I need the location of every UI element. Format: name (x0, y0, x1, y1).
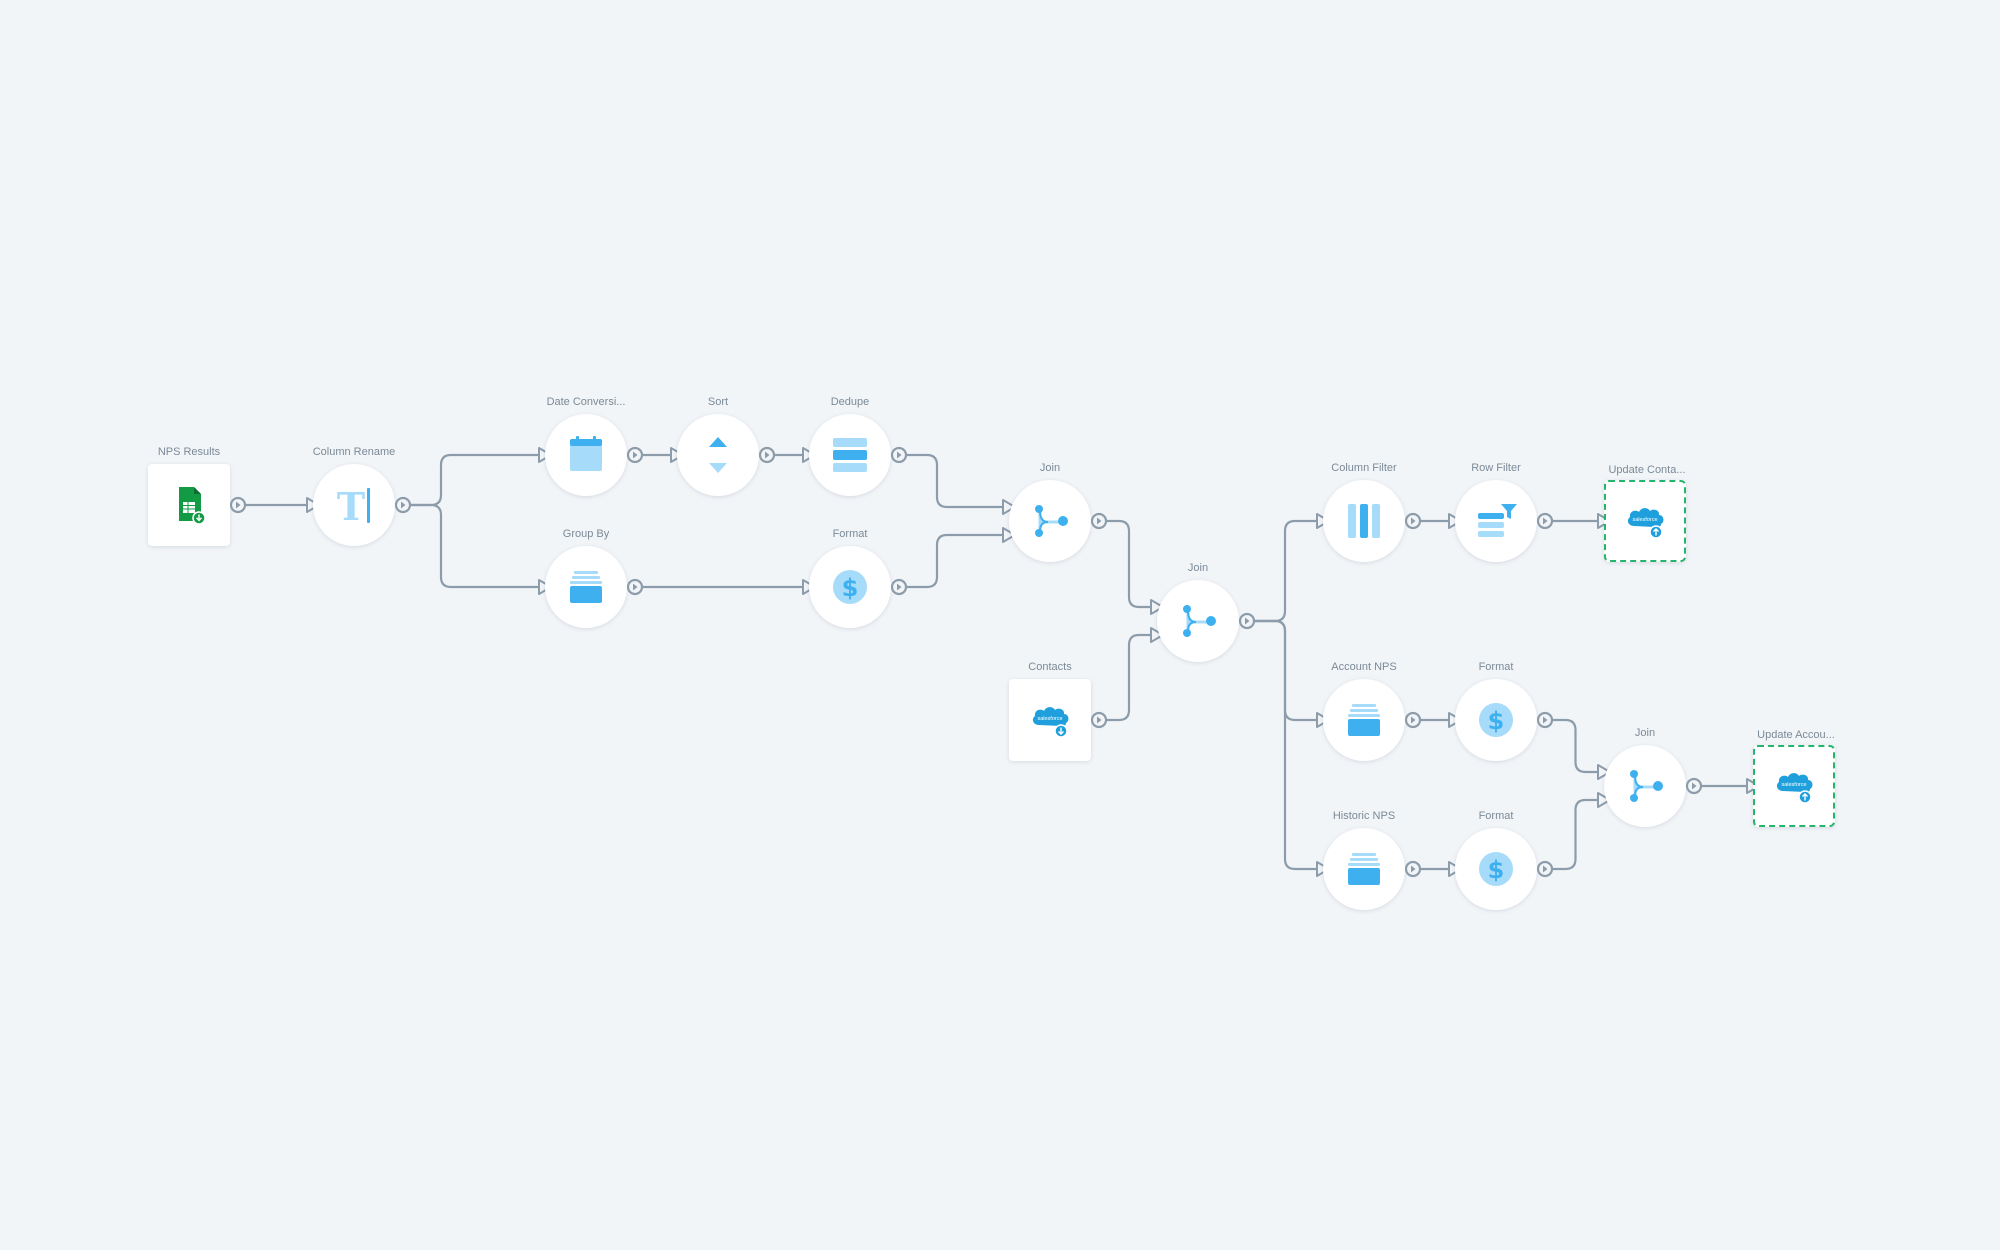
node-updcont[interactable]: Update Conta... salesforce (1604, 464, 1686, 562)
node-label: Format (1478, 661, 1514, 673)
node-label: Contacts (1028, 661, 1072, 673)
node-join1[interactable]: Join (1009, 462, 1091, 562)
salesforce-output-icon: salesforce (1776, 773, 1813, 804)
node-label: Column Filter (1331, 462, 1397, 474)
text-cursor-icon: T (337, 484, 370, 529)
input-port-join2[interactable] (1150, 627, 1164, 643)
output-port-format2[interactable] (1536, 711, 1554, 729)
node-format3[interactable]: Format $ (1455, 810, 1537, 910)
dollar-icon: $ (1479, 852, 1513, 886)
svg-text:$: $ (1488, 707, 1505, 735)
output-port-format1[interactable] (890, 578, 908, 596)
output-port-accnps[interactable] (1404, 711, 1422, 729)
join-branch-icon (1035, 505, 1068, 537)
node-rowfilter[interactable]: Row Filter (1455, 462, 1537, 562)
join-branch-icon (1183, 605, 1216, 637)
layers-icon (570, 571, 602, 603)
svg-text:salesforce: salesforce (1781, 782, 1806, 788)
google-sheets-input-icon (179, 487, 206, 525)
input-port-join1[interactable] (1002, 499, 1016, 515)
output-port-rename[interactable] (394, 496, 412, 514)
node-label: Group By (562, 528, 610, 540)
node-label: Column Rename (312, 446, 396, 458)
node-label: Sort (707, 396, 729, 408)
output-port-rowfilter[interactable] (1536, 512, 1554, 530)
output-port-histnps[interactable] (1404, 860, 1422, 878)
svg-text:salesforce: salesforce (1037, 716, 1062, 722)
layers-icon (1348, 853, 1380, 885)
edge-format2-to-join3[interactable] (1553, 718, 1598, 774)
output-port-dedupe[interactable] (890, 446, 908, 464)
svg-text:$: $ (842, 574, 859, 602)
salesforce-input-icon: salesforce (1032, 707, 1069, 738)
node-accnps[interactable]: Account NPS (1323, 661, 1405, 761)
node-label: NPS Results (157, 446, 221, 458)
stack-rows-icon (833, 438, 867, 472)
salesforce-output-icon: salesforce (1627, 508, 1664, 539)
node-label: Dedupe (830, 396, 870, 408)
output-port-join2[interactable] (1238, 612, 1256, 630)
node-updacc[interactable]: Update Accou... salesforce (1753, 729, 1835, 827)
svg-text:$: $ (1488, 856, 1505, 884)
output-port-format3[interactable] (1536, 860, 1554, 878)
dollar-icon: $ (1479, 703, 1513, 737)
edge-contacts-to-join2[interactable] (1107, 633, 1151, 722)
svg-text:salesforce: salesforce (1632, 517, 1657, 523)
input-port-join3[interactable] (1597, 792, 1611, 808)
edge-format1-to-join1[interactable] (907, 533, 1003, 589)
edge-rename-to-date[interactable] (411, 453, 539, 507)
edge-join1-to-join2[interactable] (1107, 519, 1151, 609)
output-port-sort[interactable] (758, 446, 776, 464)
input-port-join2[interactable] (1150, 599, 1164, 615)
node-contacts[interactable]: Contacts salesforce (1009, 661, 1091, 761)
node-dedupe[interactable]: Dedupe (809, 396, 891, 496)
node-label: Row Filter (1471, 462, 1521, 474)
input-port-join3[interactable] (1597, 764, 1611, 780)
node-nps[interactable]: NPS Results (148, 446, 230, 546)
output-port-contacts[interactable] (1090, 711, 1108, 729)
node-format2[interactable]: Format $ (1455, 661, 1537, 761)
node-label: Account NPS (1331, 661, 1397, 673)
calendar-icon (570, 436, 602, 471)
node-label: Join (1187, 562, 1209, 574)
node-groupby[interactable]: Group By (545, 528, 627, 628)
node-label: Join (1039, 462, 1061, 474)
node-histnps[interactable]: Historic NPS (1323, 810, 1405, 910)
layers-icon (1348, 704, 1380, 736)
output-port-groupby[interactable] (626, 578, 644, 596)
node-label: Historic NPS (1332, 810, 1396, 822)
edge-rename-to-groupby[interactable] (411, 503, 539, 589)
output-port-join3[interactable] (1685, 777, 1703, 795)
node-label: Date Conversi... (546, 396, 626, 408)
edge-join2-to-histnps[interactable] (1255, 619, 1317, 871)
dollar-icon: $ (833, 570, 867, 604)
node-colfilter[interactable]: Column Filter (1323, 462, 1405, 562)
node-label: Format (832, 528, 868, 540)
join-branch-icon (1630, 770, 1663, 802)
node-label: Format (1478, 810, 1514, 822)
input-port-join1[interactable] (1002, 527, 1016, 543)
columns-icon (1348, 504, 1380, 538)
edge-dedupe-to-join1[interactable] (907, 453, 1003, 509)
node-join3[interactable]: Join (1604, 727, 1686, 827)
node-format1[interactable]: Format $ (809, 528, 891, 628)
svg-text:T: T (337, 484, 365, 529)
output-port-date[interactable] (626, 446, 644, 464)
sort-arrows-icon (709, 437, 727, 473)
node-label: Update Accou... (1757, 729, 1835, 741)
node-sort[interactable]: Sort (677, 396, 759, 496)
row-filter-icon (1478, 504, 1517, 537)
output-port-join1[interactable] (1090, 512, 1108, 530)
node-date[interactable]: Date Conversi... (545, 396, 627, 496)
node-label: Join (1634, 727, 1656, 739)
output-port-colfilter[interactable] (1404, 512, 1422, 530)
node-join2[interactable]: Join (1157, 562, 1239, 662)
output-port-nps[interactable] (229, 496, 247, 514)
node-label: Update Conta... (1608, 464, 1686, 476)
edge-format3-to-join3[interactable] (1553, 798, 1598, 871)
